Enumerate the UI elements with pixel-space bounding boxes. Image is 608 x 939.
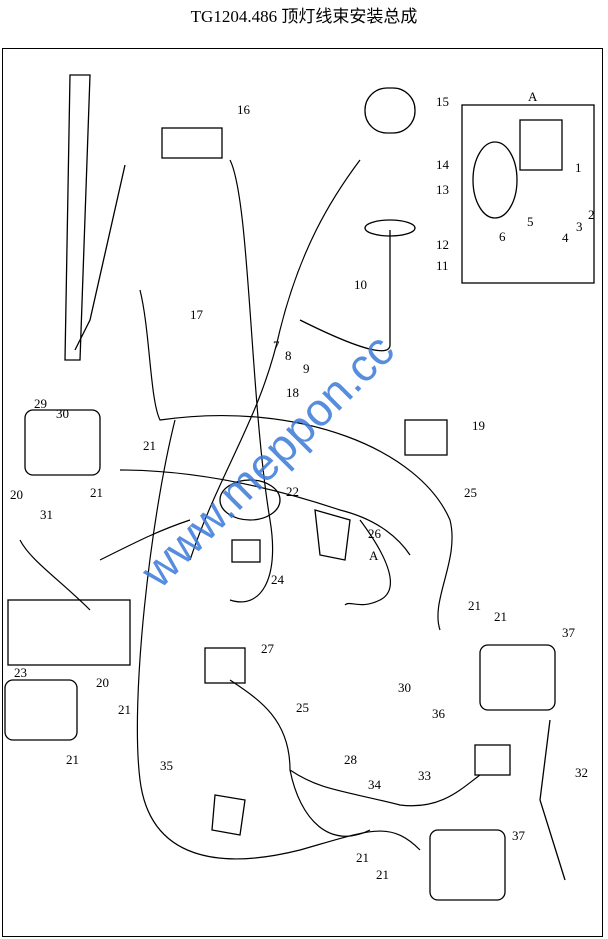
callout-4: 4	[562, 230, 569, 245]
callout-25: 25	[296, 700, 309, 715]
callout-21: 21	[468, 598, 481, 613]
wire-harness	[19, 159, 481, 860]
wiper-motor-33	[474, 744, 511, 776]
callout-21: 21	[66, 752, 79, 767]
callout-28: 28	[344, 752, 357, 767]
buzzer-22	[219, 479, 281, 521]
callout-1: 1	[575, 160, 582, 175]
callout-7: 7	[273, 338, 280, 353]
callout-25: 25	[464, 485, 477, 500]
speaker-lower	[211, 794, 246, 836]
callout-21: 21	[494, 609, 507, 624]
callout-37: 37	[562, 625, 576, 640]
callout-5: 5	[527, 214, 534, 229]
speaker-1	[519, 119, 563, 171]
watermark: www.meppon.cc	[130, 323, 404, 597]
work-lamp-37-upper	[479, 644, 556, 711]
callout-34: 34	[368, 777, 382, 792]
callout-3: 3	[576, 219, 583, 234]
callout-21: 21	[90, 485, 103, 500]
callout-21: 21	[376, 867, 389, 882]
wiper-blade-left	[74, 164, 126, 351]
callout-A: A	[369, 548, 379, 563]
callout-13: 13	[436, 182, 449, 197]
callout-37: 37	[512, 828, 526, 843]
callout-11: 11	[436, 258, 449, 273]
callout-23: 23	[14, 665, 27, 680]
speaker-a	[314, 509, 351, 561]
callout-31: 31	[40, 507, 53, 522]
switch-27	[204, 647, 246, 684]
callout-6: 6	[499, 229, 506, 244]
callout-9: 9	[303, 361, 310, 376]
callout-22: 22	[286, 484, 299, 499]
speaker-grille-5	[472, 141, 518, 219]
callout-19: 19	[472, 418, 485, 433]
callout-16: 16	[237, 102, 251, 117]
callout-20: 20	[96, 675, 109, 690]
callout-18: 18	[286, 385, 299, 400]
callout-15: 15	[436, 94, 449, 109]
bracket-10	[299, 230, 391, 352]
callout-29: 29	[34, 396, 47, 411]
diagram-title: TG1204.486 顶灯线束安装总成	[190, 7, 418, 26]
relay-24	[231, 539, 261, 563]
callout-8: 8	[285, 348, 292, 363]
work-lamp-37-lower	[429, 829, 506, 901]
callout-10: 10	[354, 277, 367, 292]
callout-2: 2	[588, 207, 595, 222]
wiper-32	[539, 719, 566, 881]
callout-20: 20	[10, 487, 23, 502]
callout-A: A	[528, 89, 538, 104]
parts	[4, 74, 595, 901]
callout-24: 24	[271, 572, 285, 587]
wiper-arm-left	[64, 74, 91, 361]
callout-14: 14	[436, 157, 450, 172]
callout-26: 26	[368, 526, 382, 541]
wiper-motor-16	[161, 127, 223, 159]
work-lamp-20-upper	[24, 409, 101, 476]
callout-17: 17	[190, 307, 204, 322]
callout-30: 30	[56, 406, 69, 421]
rotating-beacon-15	[364, 87, 416, 134]
callout-35: 35	[160, 758, 173, 773]
callout-36: 36	[432, 706, 446, 721]
callout-27: 27	[261, 641, 275, 656]
callout-12: 12	[436, 237, 449, 252]
switch-19	[404, 419, 448, 456]
callout-33: 33	[418, 768, 431, 783]
work-lamp-20-lower	[4, 679, 78, 741]
detail-box-a	[461, 104, 595, 284]
radio-23	[7, 599, 131, 666]
diagram-frame	[2, 48, 603, 937]
callout-30: 30	[398, 680, 411, 695]
callout-21: 21	[143, 438, 156, 453]
callout-32: 32	[575, 765, 588, 780]
callout-21: 21	[118, 702, 131, 717]
callout-21: 21	[356, 850, 369, 865]
